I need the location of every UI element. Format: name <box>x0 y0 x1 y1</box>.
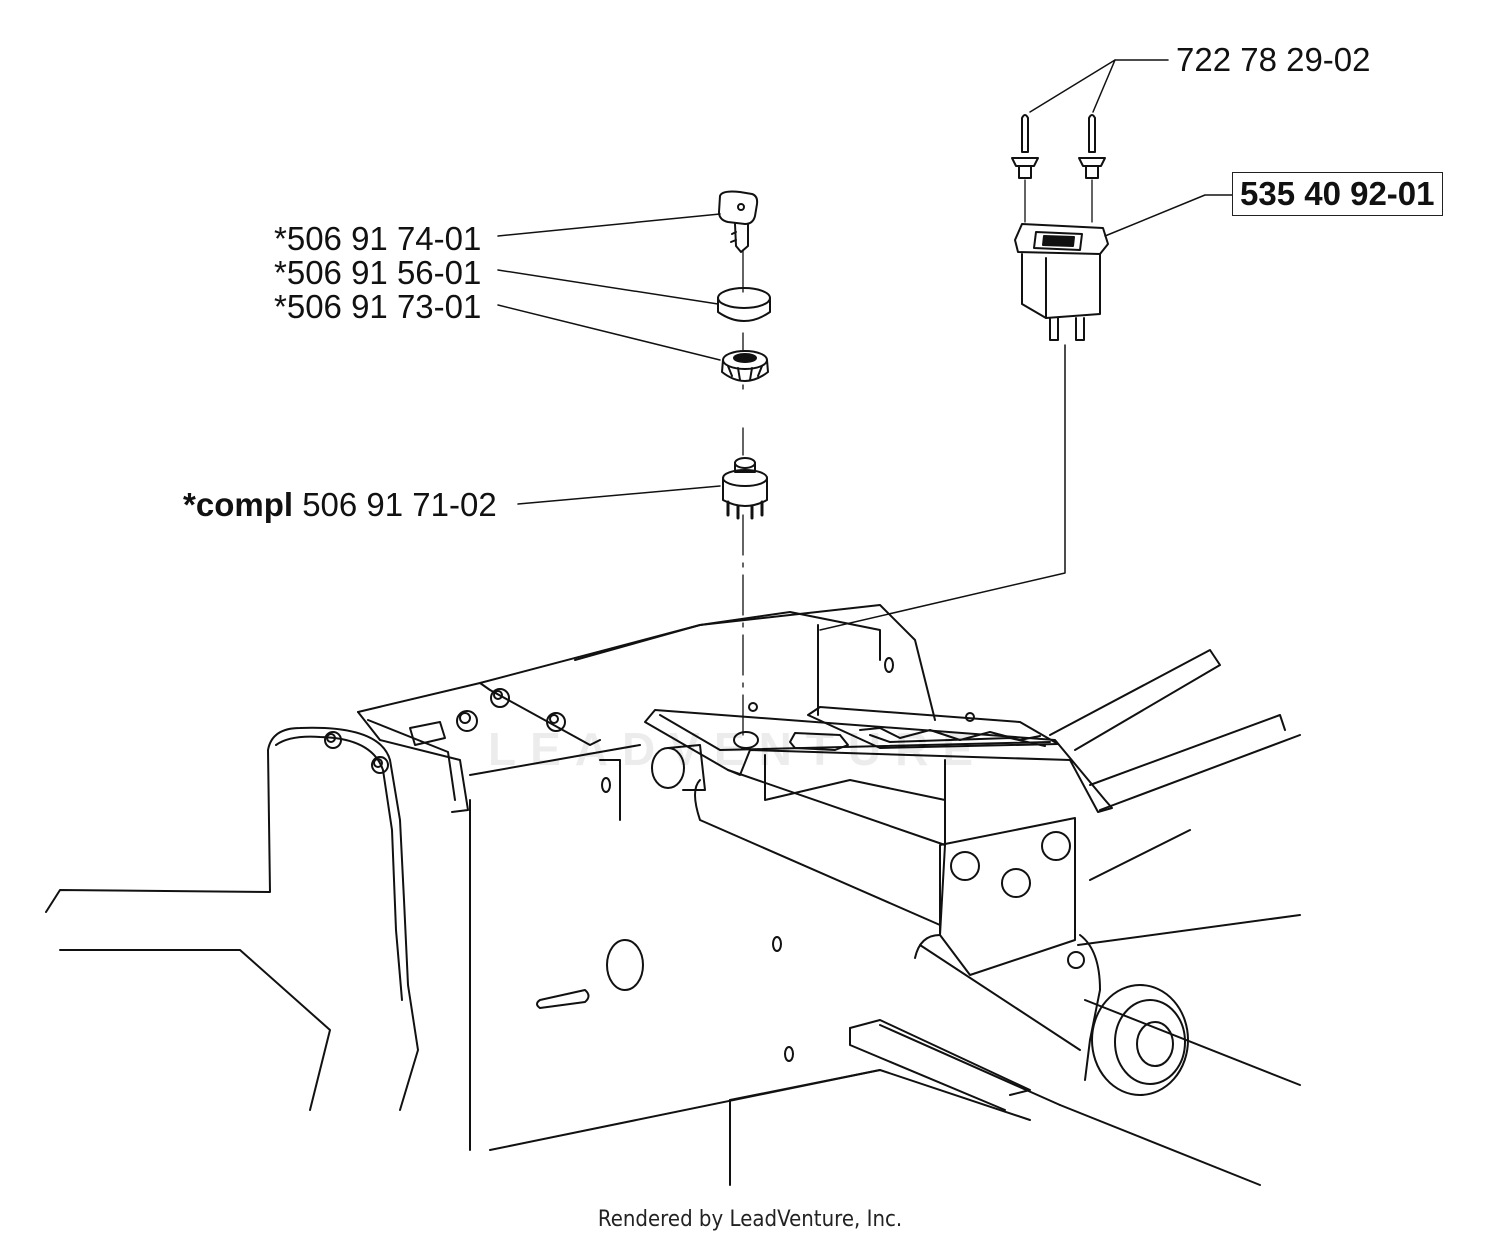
nut-icon <box>721 350 769 382</box>
callout-switch-part-number: 535 40 92-01 <box>1232 172 1443 216</box>
cap-icon <box>717 287 771 322</box>
callout-ignition-number: 506 91 71-02 <box>293 486 497 523</box>
callout-ignition-prefix: *compl <box>183 486 294 523</box>
callout-ignition-part-number: *compl 506 91 71-02 <box>183 488 497 521</box>
rivet-icons <box>1011 114 1106 223</box>
callout-nut-part-number: *506 91 73-01 <box>274 288 482 325</box>
callout-rivet-part-number: 722 78 29-02 <box>1176 41 1371 78</box>
watermark: LEADVENTURE <box>488 723 988 775</box>
callout-key-part-number: *506 91 74-01 <box>274 220 482 257</box>
callout-cap-part-number: *506 91 56-01 <box>274 254 482 291</box>
safety-switch-icon <box>1014 223 1109 341</box>
chassis-drawing <box>45 604 1301 1186</box>
leader-lines <box>497 59 1233 631</box>
key-icon <box>718 190 759 253</box>
ignition-switch-icon <box>722 457 768 520</box>
footer-credit: Rendered by LeadVenture, Inc. <box>597 1207 903 1232</box>
